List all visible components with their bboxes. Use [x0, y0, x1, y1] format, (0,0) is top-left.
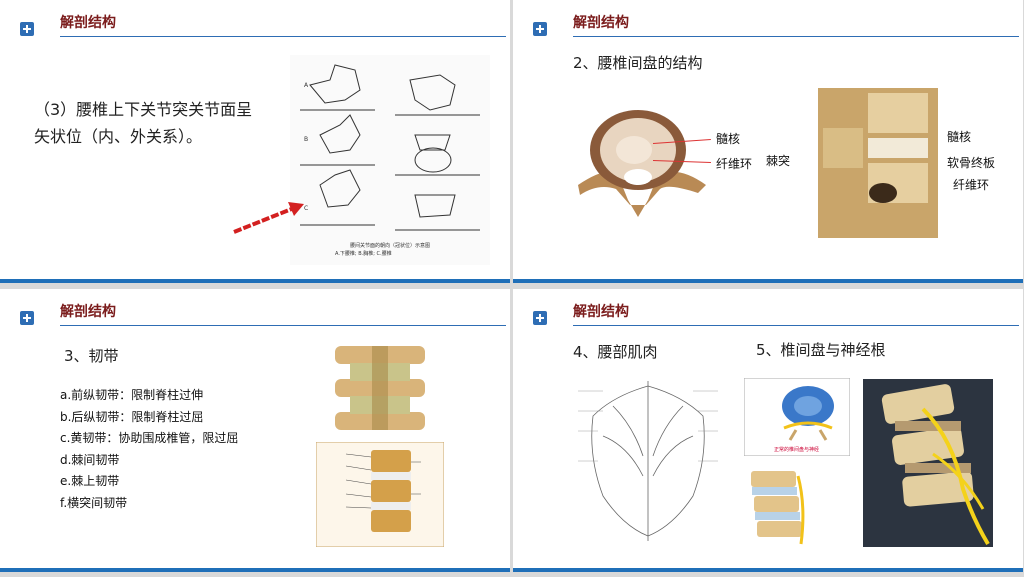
- facet-joint-diagram: A B C 腰间关节面的朝向（冠状位）示意图 A.下腰椎; B.胸椎; C.腰椎: [290, 55, 490, 265]
- spine-nerve-image-large: [863, 379, 993, 547]
- list-item: b.后纵韧带：限制脊柱过屈: [60, 409, 204, 424]
- spine-sagittal-image: [818, 88, 938, 238]
- title-rule: [60, 36, 506, 37]
- slide-4[interactable]: 解剖结构 4、腰部肌肉 5、椎间盘与神经根 正常的椎间盘与神经: [513, 289, 1023, 572]
- ligament-photo: [320, 341, 440, 436]
- plus-icon: [533, 311, 547, 325]
- label-nucleus: 髓核: [716, 132, 741, 146]
- back-muscle-diagram: [573, 376, 723, 548]
- slide-2[interactable]: 解剖结构 2、腰椎间盘的结构 髓核 纤维环 棘突 髓核 软骨终板 纤维环: [513, 0, 1023, 283]
- slide-1[interactable]: 解剖结构 （3）腰椎上下关节突关节面呈矢状位（内、外关系）。 A B C 腰间关节面…: [0, 0, 510, 283]
- title-rule: [573, 36, 1019, 37]
- list-item: c.黄韧带：协助围成椎管，限过屈: [60, 431, 239, 445]
- slide-bottom-bar: [513, 279, 1023, 283]
- slide-bottom-bar: [0, 568, 510, 572]
- ligament-diagram: [316, 442, 444, 547]
- figure-sublabel: A.下腰椎; B.胸椎; C.腰椎: [335, 250, 392, 257]
- list-item: a.前纵韧带：限制脊柱过伸: [60, 388, 204, 402]
- subtitle-right: 5、椎间盘与神经根: [756, 341, 886, 359]
- plus-icon: [533, 22, 547, 36]
- subtitle: 3、韧带: [64, 347, 119, 365]
- label-endplate: 软骨终板: [947, 156, 996, 170]
- slide-bottom-bar: [0, 279, 510, 283]
- title-rule: [573, 325, 1019, 326]
- subtitle: 2、腰椎间盘的结构: [573, 54, 703, 72]
- disc-cross-section-image: [578, 110, 706, 217]
- list-item: e.棘上韧带: [60, 474, 120, 488]
- label-annulus: 纤维环: [716, 157, 753, 171]
- plus-icon: [20, 22, 34, 36]
- slide-title: 解剖结构: [573, 304, 629, 320]
- figure-caption: 腰间关节面的朝向（冠状位）示意图: [350, 242, 430, 249]
- title-rule: [60, 325, 506, 326]
- red-arrow-icon: [233, 202, 304, 234]
- spine-nerve-image-small: [746, 466, 816, 546]
- svg-text:C: C: [304, 205, 308, 212]
- plus-icon: [20, 311, 34, 325]
- ligament-list: a.前纵韧带：限制脊柱过伸 b.后纵韧带：限制脊柱过屈 c.黄韧带：协助围成椎管…: [60, 385, 238, 514]
- svg-text:B: B: [304, 136, 308, 143]
- slide-title: 解剖结构: [573, 15, 629, 31]
- label-nucleus-2: 髓核: [947, 130, 972, 144]
- list-item: f.横突间韧带: [60, 495, 128, 510]
- subtitle-left: 4、腰部肌肉: [573, 343, 658, 361]
- svg-text:A: A: [304, 82, 309, 89]
- disc-nerve-diagram: 正常的椎间盘与神经: [744, 378, 850, 456]
- list-item: d.棘间韧带: [60, 452, 120, 467]
- body-text: （3）腰椎上下关节突关节面呈矢状位（内、外关系）。: [34, 100, 253, 146]
- slide-title: 解剖结构: [60, 15, 116, 31]
- figure-caption: 正常的椎间盘与神经: [774, 446, 819, 453]
- slide-3[interactable]: 解剖结构 3、韧带 a.前纵韧带：限制脊柱过伸 b.后纵韧带：限制脊柱过屈 c.…: [0, 289, 510, 572]
- slide-title: 解剖结构: [60, 304, 116, 320]
- label-annulus-2: 纤维环: [953, 178, 990, 192]
- label-spinous: 棘突: [766, 154, 791, 168]
- slide-bottom-bar: [513, 568, 1023, 572]
